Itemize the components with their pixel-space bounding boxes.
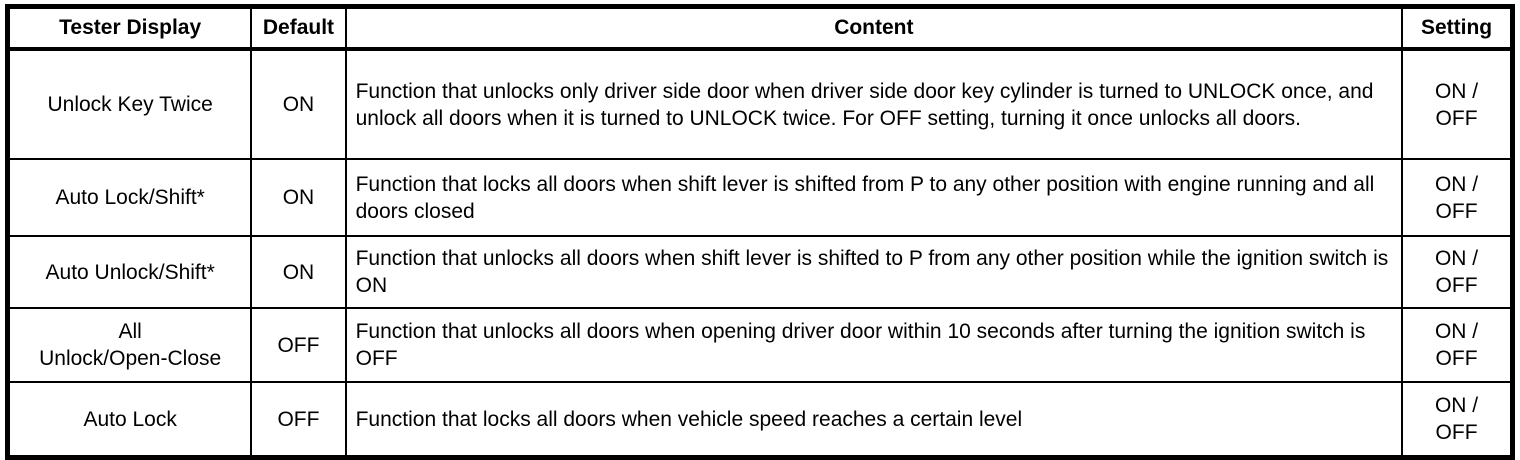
cell-tester-display: Auto Lock bbox=[6, 381, 253, 459]
table-row: Auto Lock OFF Function that locks all do… bbox=[6, 381, 1514, 459]
table-header-row: Tester Display Default Content Setting bbox=[6, 5, 1514, 51]
cell-setting: ON / OFF bbox=[1401, 158, 1514, 237]
table-row: Auto Lock/Shift* ON Function that locks … bbox=[6, 158, 1514, 237]
cell-default: ON bbox=[250, 158, 347, 237]
cell-default: ON bbox=[250, 235, 347, 309]
cell-tester-display: All Unlock/Open-Close bbox=[6, 307, 253, 383]
table-row: Unlock Key Twice ON Function that unlock… bbox=[6, 48, 1514, 160]
cell-tester-display: Auto Unlock/Shift* bbox=[6, 235, 253, 309]
cell-content: Function that locks all doors when shift… bbox=[344, 158, 1404, 237]
cell-default: OFF bbox=[250, 381, 347, 459]
cell-setting: ON / OFF bbox=[1401, 48, 1514, 160]
cell-tester-display: Unlock Key Twice bbox=[6, 48, 253, 160]
cell-content: Function that unlocks all doors when shi… bbox=[344, 235, 1404, 309]
cell-setting: ON / OFF bbox=[1401, 235, 1514, 309]
table-row: All Unlock/Open-Close OFF Function that … bbox=[6, 307, 1514, 383]
cell-content: Function that unlocks only driver side d… bbox=[344, 48, 1404, 160]
table-row: Auto Unlock/Shift* ON Function that unlo… bbox=[6, 235, 1514, 309]
cell-default: OFF bbox=[250, 307, 347, 383]
header-tester-display: Tester Display bbox=[6, 5, 253, 51]
header-setting: Setting bbox=[1401, 5, 1514, 51]
cell-content: Function that locks all doors when vehic… bbox=[344, 381, 1404, 459]
cell-setting: ON / OFF bbox=[1401, 381, 1514, 459]
customize-settings-table: Tester Display Default Content Setting U… bbox=[5, 4, 1515, 460]
cell-default: ON bbox=[250, 48, 347, 160]
header-default: Default bbox=[250, 5, 347, 51]
cell-setting: ON / OFF bbox=[1401, 307, 1514, 383]
header-content: Content bbox=[344, 5, 1404, 51]
cell-content: Function that unlocks all doors when ope… bbox=[344, 307, 1404, 383]
cell-tester-display: Auto Lock/Shift* bbox=[6, 158, 253, 237]
